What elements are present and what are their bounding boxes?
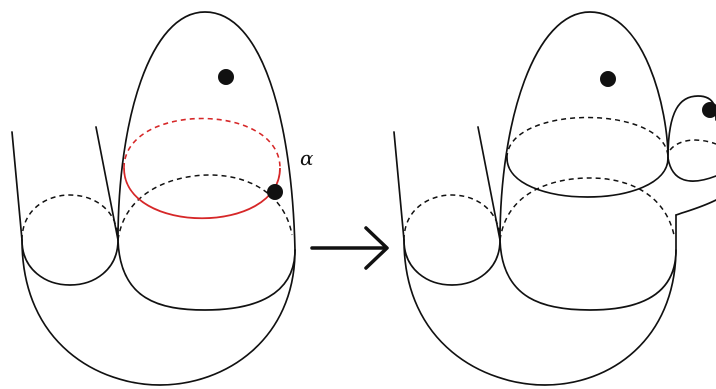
right-outer-boundary [403,214,677,386]
right-dome [499,11,669,241]
right-small-circle-front [403,239,501,286]
right-marked-point-bubble [702,102,716,118]
right-neck-circle-back [506,116,669,159]
right-big-circle-front [499,239,677,311]
left-dome [117,11,296,251]
right-marked-point-top [600,71,616,87]
left-small-circle-back [21,194,119,241]
left-outer-boundary [21,239,296,386]
left-big-circle-back [117,174,293,241]
right-bubble-neck [675,199,716,216]
right-tube-wall-outer [393,131,405,241]
right-big-circle-back [499,177,675,241]
alpha-curve-back [123,117,281,169]
alpha-label: α [300,146,314,170]
left-big-circle-front [117,239,296,311]
left-surface: α [11,11,314,386]
right-bubble-circle-back [669,139,716,151]
right-arrow-icon [310,226,389,270]
right-surface [393,11,716,386]
left-marked-point-side [267,184,283,200]
left-small-circle-front [21,239,119,286]
left-marked-point-top [218,69,234,85]
right-small-circle-back [403,194,501,241]
left-tube-wall-outer [11,131,23,241]
right-neck-circle-front [506,157,669,198]
right-bubble-lower [667,157,716,182]
